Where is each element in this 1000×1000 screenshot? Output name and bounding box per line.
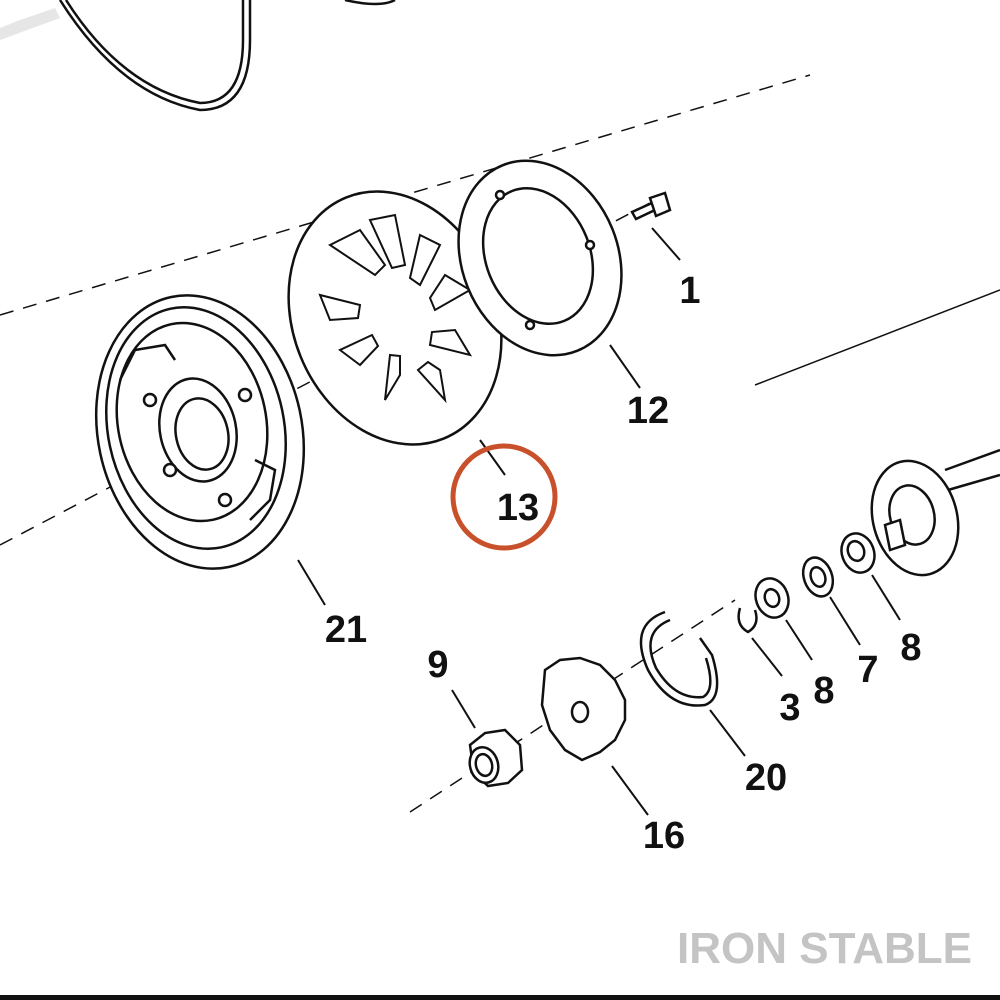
callout-16: 16: [643, 815, 685, 857]
callout-12: 12: [627, 390, 669, 432]
callout-8-left: 8: [813, 670, 834, 712]
snap-ring-part-20: [639, 610, 719, 707]
clutch-hub-part-21: [94, 294, 306, 570]
sprocket-part: [870, 448, 1000, 577]
spring-plate-part-13: [287, 190, 503, 446]
friction-plate-part-12: [457, 159, 623, 357]
shaft-line: [754, 289, 1000, 386]
pressure-plate-part-16: [540, 656, 627, 762]
callout-7: 7: [857, 649, 878, 691]
o-ring-part: [0, 0, 396, 112]
callout-1: 1: [679, 270, 700, 312]
washer-part-8-right: [840, 532, 876, 574]
callout-8-right: 8: [900, 627, 921, 669]
bolt-part-1: [630, 191, 672, 221]
clip-part-3: [737, 607, 758, 634]
callout-13: 13: [497, 487, 539, 529]
watermark-text: IRON STABLE: [677, 924, 972, 973]
leader-lines: [297, 227, 901, 816]
nut-part-9: [468, 728, 524, 788]
bottom-border: [0, 995, 1000, 1000]
callout-20: 20: [745, 757, 787, 799]
callout-9: 9: [427, 644, 448, 686]
bearing-part-7: [801, 556, 835, 598]
highlight-circle: [450, 443, 558, 551]
callout-21: 21: [325, 609, 367, 651]
callout-3: 3: [779, 687, 800, 729]
washer-part-8-left: [754, 577, 790, 619]
